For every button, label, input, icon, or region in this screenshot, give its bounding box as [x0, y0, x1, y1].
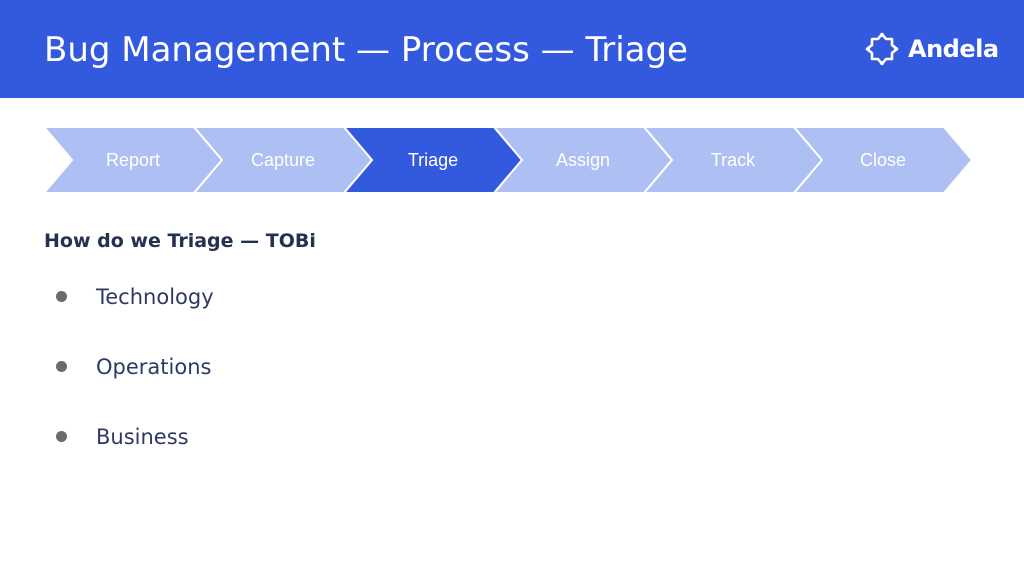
process-step-assign-label: Assign	[555, 150, 611, 170]
process-step-close-label: Close	[859, 150, 907, 170]
andela-logo: Andela	[864, 31, 999, 67]
process-step-track-label: Track	[710, 150, 756, 170]
bullet-dot-icon	[56, 361, 67, 372]
logo-wordmark: Andela	[908, 35, 999, 63]
bullet-item: Technology	[44, 280, 214, 350]
process-step-capture-label: Capture	[250, 150, 316, 170]
andela-logo-icon	[865, 32, 899, 66]
header-bar: Bug Management — Process — Triage Andela	[0, 0, 1024, 98]
process-step-report-shape	[44, 127, 224, 193]
process-step-capture-shape	[192, 127, 374, 193]
process-step-triage-label: Triage	[407, 150, 459, 170]
process-chevron-flow: Report Capture Triage Assign Track Close	[44, 127, 974, 193]
bullet-text: Business	[96, 425, 189, 449]
bullet-text: Operations	[96, 355, 212, 379]
bullet-item: Operations	[44, 350, 214, 420]
slide-title: Bug Management — Process — Triage	[44, 30, 688, 70]
bullet-text: Technology	[96, 285, 214, 309]
process-step-assign-shape	[492, 127, 674, 193]
process-step-report-label: Report	[105, 150, 161, 170]
bullet-dot-icon	[56, 431, 67, 442]
bullet-item: Business	[44, 420, 214, 490]
process-step-triage-shape	[342, 127, 524, 193]
bullet-dot-icon	[56, 291, 67, 302]
process-step-track-shape	[642, 127, 824, 193]
process-step-close-shape	[792, 127, 974, 193]
section-subheading: How do we Triage — TOBi	[44, 230, 316, 252]
process-chevrons	[44, 127, 974, 193]
